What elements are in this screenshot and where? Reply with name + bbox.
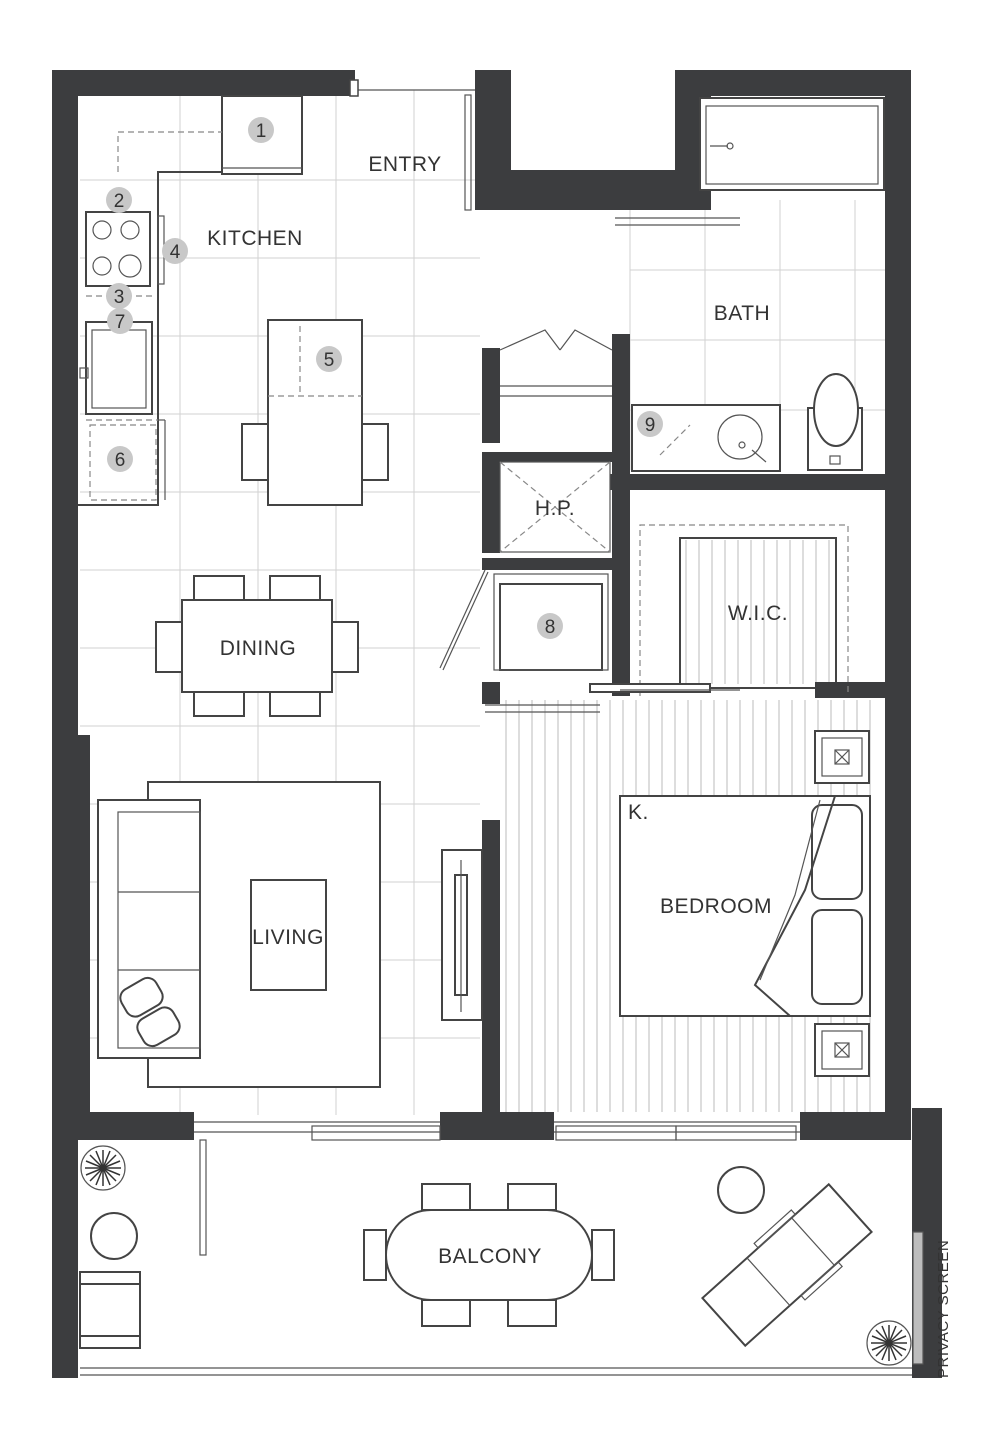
wic-shelf-outline <box>679 537 837 689</box>
marker-1: 1 <box>256 121 267 142</box>
kitchen-counters <box>78 95 303 506</box>
marker-5: 5 <box>324 350 335 371</box>
marker-6: 6 <box>115 450 126 471</box>
walls <box>52 70 942 1378</box>
room-label-bedroom: BEDROOM <box>660 895 772 918</box>
marker-3: 3 <box>114 287 125 308</box>
plant-icon <box>866 1320 912 1366</box>
marker-9: 9 <box>645 415 656 436</box>
living-furniture <box>97 781 483 1088</box>
room-label-kitchen: KITCHEN <box>207 227 303 250</box>
balcony-furniture <box>79 1145 924 1366</box>
marker-4: 4 <box>170 242 181 263</box>
kitchen-island <box>241 319 389 506</box>
room-label-entry: ENTRY <box>368 153 441 176</box>
dining-table <box>155 575 359 717</box>
room-label-balcony: BALCONY <box>438 1245 542 1268</box>
markers: 1 2 3 4 5 6 7 8 9 <box>106 117 663 639</box>
privacy-screen <box>912 1231 924 1365</box>
closets <box>439 329 613 671</box>
room-label-wic: W.I.C. <box>728 602 788 625</box>
marker-2: 2 <box>114 191 125 212</box>
room-label-hp: H.P. <box>535 497 575 520</box>
privacy-screen-label: PRIVACY SCREEN <box>935 1240 952 1378</box>
marker-7: 7 <box>115 312 126 333</box>
marker-8: 8 <box>545 617 556 638</box>
room-label-dining: DINING <box>220 637 297 660</box>
entry-door <box>464 94 472 211</box>
room-label-bath: BATH <box>714 302 770 325</box>
bedroom-furniture <box>619 730 871 1077</box>
windows <box>80 79 912 1376</box>
plant-icon <box>80 1145 126 1191</box>
walk-in-closet <box>485 524 849 713</box>
room-labels: ENTRY KITCHEN BATH H.P. W.I.C. DINING LI… <box>207 153 952 1378</box>
room-label-living: LIVING <box>252 926 324 949</box>
bed-size-label: K. <box>628 801 649 824</box>
